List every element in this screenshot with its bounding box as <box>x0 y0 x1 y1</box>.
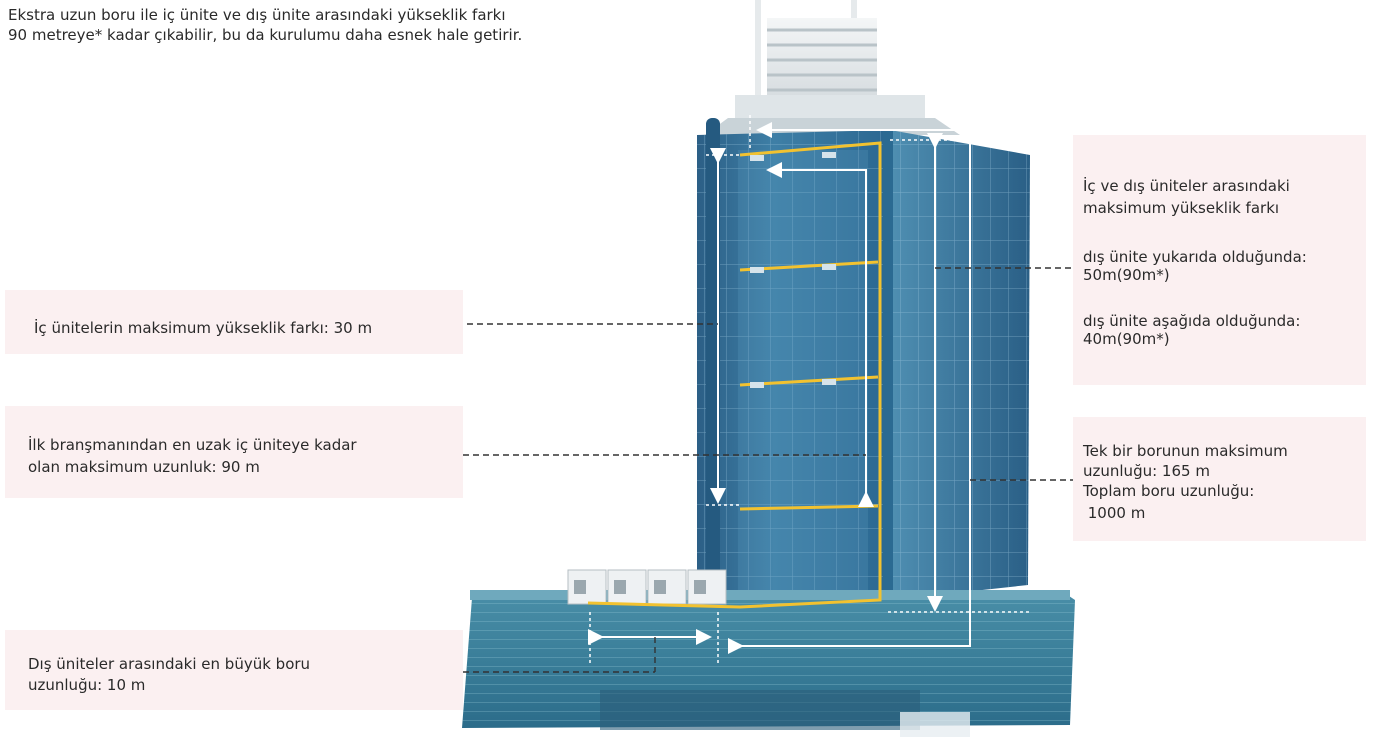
outdoor-units <box>567 569 727 605</box>
pipe-length-line-3: Toplam boru uzunluğu: <box>1083 482 1255 500</box>
height-diff-line-3: dış ünite yukarıda olduğunda: <box>1083 248 1307 266</box>
pipe-length-line-4: 1000 m <box>1083 504 1146 522</box>
intro-line-2: 90 metreye* kadar çıkabilir, bu da kurul… <box>8 26 523 44</box>
height-diff-line-4: 50m(90m*) <box>1083 266 1170 284</box>
height-diff-line-5: dış ünite aşağıda olduğunda: <box>1083 312 1301 330</box>
dimension-guides <box>589 115 1030 665</box>
callout-pipe-length: Tek bir borunun maksimum uzunluğu: 165 m… <box>1073 417 1366 541</box>
intro-text: Ekstra uzun boru ile iç ünite ve dış üni… <box>8 5 708 45</box>
branch-length-line-2: olan maksimum uzunluk: 90 m <box>28 458 260 476</box>
tower <box>697 118 1030 600</box>
indoor-height-text: İç ünitelerin maksimum yükseklik farkı: … <box>34 319 373 337</box>
pipe-length-line-1: Tek bir borunun maksimum <box>1083 442 1288 460</box>
podium <box>462 590 1075 737</box>
rooftop-structure <box>705 0 960 135</box>
intro-line-1: Ekstra uzun boru ile iç ünite ve dış üni… <box>8 6 506 24</box>
callout-indoor-height: İç ünitelerin maksimum yükseklik farkı: … <box>5 290 463 354</box>
dimension-arrows <box>588 122 971 654</box>
height-diff-line-6: 40m(90m*) <box>1083 330 1170 348</box>
pipe-length-line-2: uzunluğu: 165 m <box>1083 462 1210 480</box>
callout-branch-length: İlk branşmanından en uzak iç üniteye kad… <box>5 406 463 498</box>
outdoor-pipe-line-2: uzunluğu: 10 m <box>28 676 146 694</box>
height-diff-line-2: maksimum yükseklik farkı <box>1083 199 1280 217</box>
callout-outdoor-pipe: Dış üniteler arasındaki en büyük boru uz… <box>5 630 463 710</box>
outdoor-pipe-line-1: Dış üniteler arasındaki en büyük boru <box>28 655 311 673</box>
height-diff-line-1: İç ve dış üniteler arasındaki <box>1083 177 1290 195</box>
leader-lines <box>463 267 1073 673</box>
callout-height-difference: İç ve dış üniteler arasındaki maksimum y… <box>1073 135 1366 385</box>
branch-length-line-1: İlk branşmanından en uzak iç üniteye kad… <box>28 436 357 454</box>
